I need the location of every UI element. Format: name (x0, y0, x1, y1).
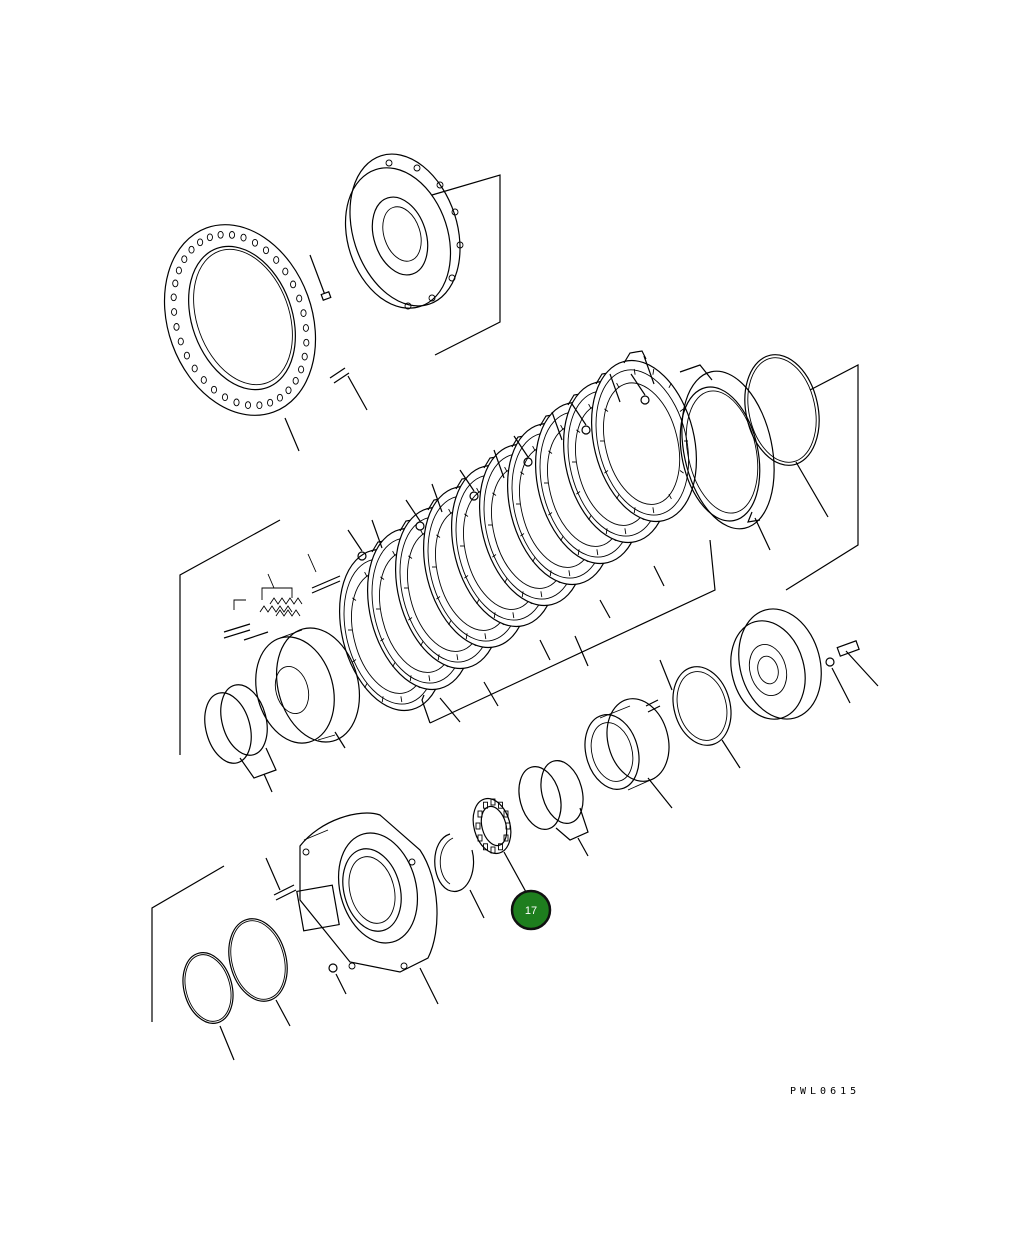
end-cover (730, 608, 822, 720)
roller-bearing (472, 797, 512, 855)
retaining-c-ring (434, 833, 485, 919)
seal-ring-right (672, 666, 732, 746)
piston-sleeve (584, 698, 670, 791)
spring-pins (223, 553, 341, 641)
snap-rings-pair-center (518, 760, 589, 857)
perforated-ring-plate (163, 224, 317, 416)
snap-rings-pair-left (204, 684, 277, 793)
clutch-disc-stack (338, 350, 698, 723)
bolt-and-washer (825, 640, 879, 704)
drawing-code: PWL0615 (790, 1086, 861, 1097)
bottom-housing (296, 812, 438, 973)
top-hub-carrier (344, 153, 464, 310)
o-ring-large (744, 354, 820, 466)
clutch-hub-drum (255, 627, 361, 744)
callout-17[interactable]: 17 (510, 889, 552, 931)
spring-clips (347, 355, 655, 561)
callout-17-label: 17 (525, 905, 537, 917)
o-rings-bottom (182, 918, 288, 1024)
